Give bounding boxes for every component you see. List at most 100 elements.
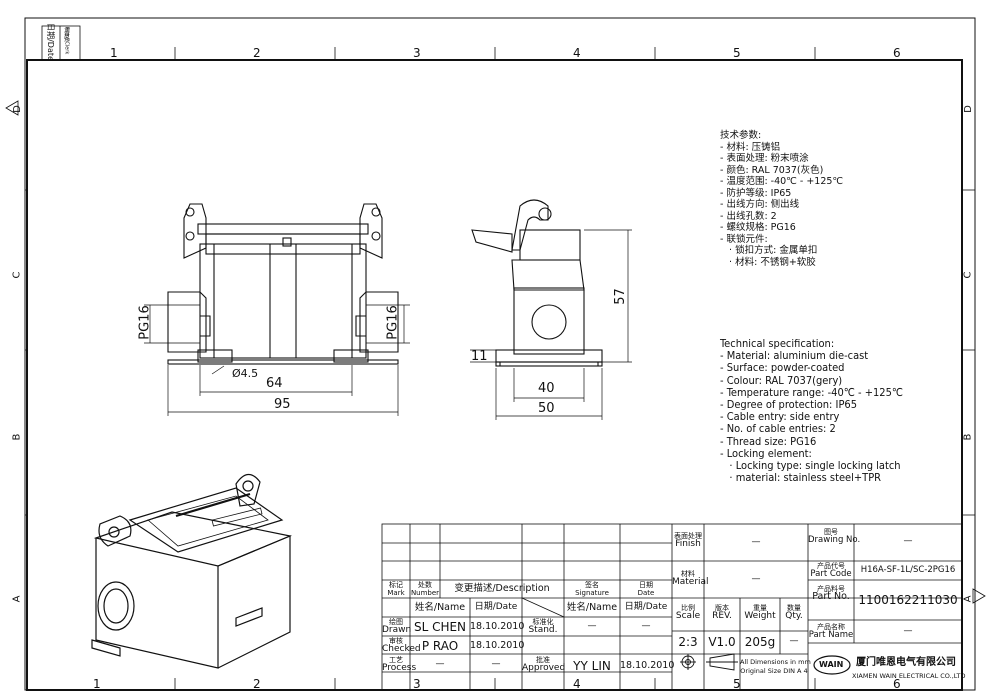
stand-name: — (587, 621, 597, 631)
left-row-a: A (11, 595, 23, 603)
tech-en-title: Technical specification: (720, 337, 835, 350)
tech-cn-item: - 联锁元件: (720, 233, 768, 245)
name-header-2: 姓名/Name (566, 602, 618, 613)
tech-en-item: - Surface: powder-coated (720, 361, 845, 375)
top-col-1: 1 (110, 46, 118, 60)
dim-95: 95 (274, 397, 291, 412)
tech-params-cn: 技术参数: - 材料: 压铸铝 - 表面处理: 粉末喷涂 - 颜色: RAL 7… (720, 130, 843, 268)
tech-en-item: - Degree of protection: IP65 (720, 398, 858, 412)
top-col-4: 4 (573, 46, 581, 60)
bottom-col-1: 1 (93, 677, 101, 691)
tech-en-item: - Thread size: PG16 (720, 434, 817, 448)
dim-57: 57 (612, 288, 628, 305)
tech-cn-item: - 材料: 压铸铝 (720, 141, 781, 153)
approved-date: 18.10.2010 (620, 660, 675, 671)
drawing-no-value: — (903, 536, 913, 546)
stand-date: — (641, 621, 651, 631)
left-row-c: C (11, 271, 23, 279)
dim-50: 50 (538, 401, 555, 416)
tech-en-item: - Locking element: (720, 446, 812, 460)
qty-value: — (789, 636, 799, 646)
part-no-value: 1100162211030 (858, 593, 958, 607)
checked-date: 18.10.2010 (470, 640, 525, 651)
tech-en-item: · Locking type: single locking latch (720, 459, 901, 473)
tech-en-item: - Material: aluminium die-cast (720, 349, 869, 363)
drawn-date: 18.10.2010 (470, 621, 525, 632)
name-header: 姓名/Name (414, 602, 466, 613)
part-code-value: H16A-SF-1L/SC-2PG16 (860, 565, 956, 575)
dim-11: 11 (471, 349, 488, 364)
company-name-cn: 厦门唯恩电气有限公司 (856, 657, 956, 668)
rev-value: V1.0 (708, 635, 736, 649)
finish-value: — (751, 537, 761, 547)
drawn-name: SL CHEN (413, 620, 467, 634)
stamp-clerk-en: Filing Clerk (63, 26, 70, 55)
left-row-d: D (11, 105, 23, 113)
description-header: 变更描述/Description (454, 583, 550, 594)
bottom-col-6: 6 (893, 677, 901, 691)
bottom-col-3: 3 (413, 677, 421, 691)
tech-cn-item: - 温度范围: -40℃ - +125℃ (720, 176, 844, 187)
dim-hole: Ø4.5 (232, 367, 259, 380)
tech-cn-item: - 防护等级: IP65 (720, 187, 792, 199)
tech-cn-item: - 出线方向: 侧出线 (720, 199, 800, 210)
right-row-b: B (962, 433, 974, 441)
date-header-3: 日期/Date (624, 602, 668, 612)
bottom-col-5: 5 (733, 677, 741, 691)
process-name: — (435, 659, 445, 669)
bottom-col-2: 2 (253, 677, 261, 691)
top-col-2: 2 (253, 46, 261, 60)
weight-value: 205g (744, 635, 776, 649)
tech-spec-en: Technical specification: - Material: alu… (720, 337, 904, 484)
bottom-col-4: 4 (573, 677, 581, 691)
material-value: — (751, 574, 761, 584)
right-row-c: C (962, 271, 974, 279)
company-logo: WAIN (819, 660, 844, 669)
right-row-a: A (962, 595, 974, 603)
date-header-2: 日期/Date (474, 602, 518, 612)
tech-cn-item: - 颜色: RAL 7037(灰色) (720, 164, 824, 176)
stamp-date-label: 日期/Date (45, 23, 55, 61)
top-col-5: 5 (733, 46, 741, 60)
tech-en-item: - Temperature range: -40℃ - +125℃ (720, 385, 904, 399)
dim-64: 64 (266, 376, 283, 391)
left-row-b: B (11, 433, 23, 441)
tech-cn-title: 技术参数: (720, 130, 762, 141)
tech-en-item: - Cable entry: side entry (720, 410, 840, 424)
approved-name: YY LIN (573, 659, 611, 673)
tech-cn-item: - 出线孔数: 2 (720, 210, 777, 222)
tech-cn-item: - 螺纹规格: PG16 (720, 222, 796, 233)
scale-value: 2:3 (678, 635, 698, 649)
dim-pg16-left: PG16 (137, 305, 153, 340)
process-date: — (491, 659, 501, 669)
tech-cn-item: · 材料: 不锈钢+软胶 (720, 256, 816, 268)
tech-cn-item: · 锁扣方式: 金属单扣 (720, 245, 818, 256)
top-col-3: 3 (413, 46, 421, 60)
dim-40: 40 (538, 381, 555, 396)
part-name-value: — (903, 626, 913, 636)
dim-pg16-right: PG16 (385, 305, 401, 340)
tech-en-item: - Colour: RAL 7037(gery) (720, 373, 843, 387)
checked-name: P RAO (421, 639, 459, 653)
